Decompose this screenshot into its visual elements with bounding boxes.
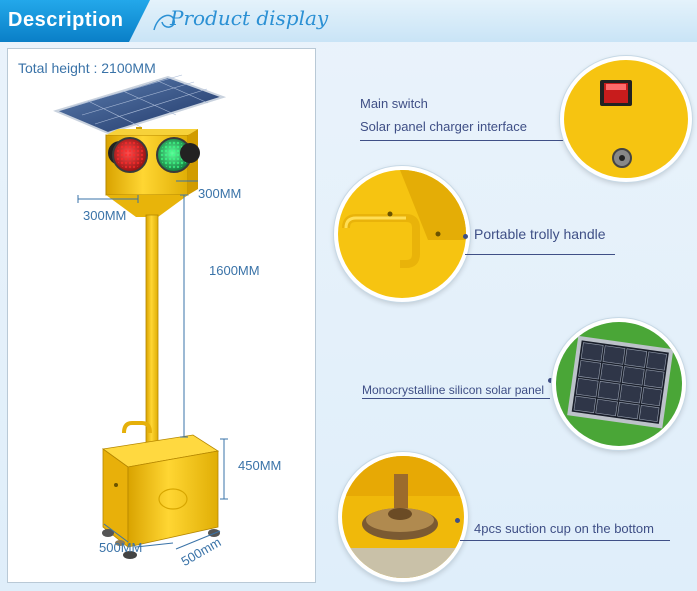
dim-pole-height: 1600MM [209,263,260,278]
handle-label: Portable trolly handle [474,226,606,242]
header-tab [0,0,150,42]
dim-base-width: 500MM [99,540,143,555]
signal-head [105,129,200,217]
header-subtitle: Product display [170,6,329,30]
switch-leader-line [360,140,568,141]
pole [145,214,159,444]
suction-leader-dot [455,518,460,523]
handle-leader-line [465,254,615,255]
product-frame: Total height : 2100MM [7,48,316,583]
dim-width-left: 300MM [83,208,127,223]
suction-cup-closeup [338,452,468,582]
suction-leader-line [460,540,670,541]
flourish-icon [153,14,175,31]
total-height-label: Total height : 2100MM [18,60,156,76]
handle-leader-dot [463,234,468,239]
suction-cup-label: 4pcs suction cup on the bottom [474,521,654,536]
dim-base-height: 450MM [238,458,282,473]
header-title: Description [8,9,124,31]
dim-width-right: 300MM [198,186,242,201]
main-switch-label: Main switch [360,96,428,111]
header-bar: Description Product display [0,0,697,42]
charger-interface-label: Solar panel charger interface [360,119,527,134]
handle-closeup [334,166,470,302]
solar-panel-label: Monocrystalline silicon solar panel [362,383,545,397]
solar-panel-closeup [552,318,686,450]
base-cabinet [101,421,220,559]
switch-closeup [560,56,692,182]
solar-leader-line [362,398,550,399]
dimension-lines [77,180,228,550]
solar-leader-dot [548,378,553,383]
traffic-light-drawing [53,74,228,559]
